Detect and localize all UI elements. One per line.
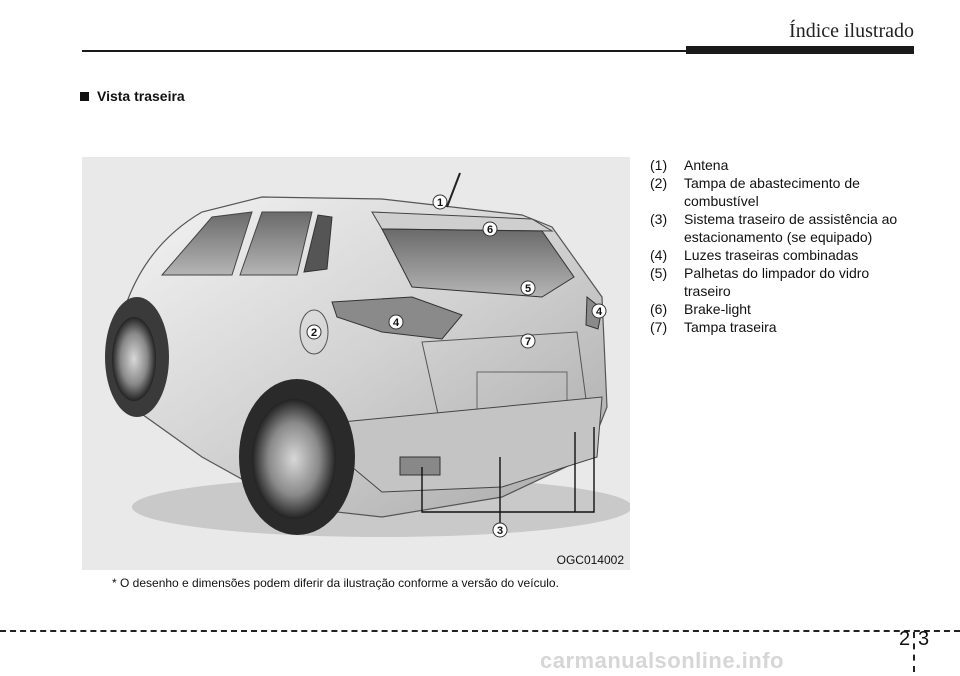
- callout-1-label: 1: [437, 197, 443, 209]
- legend-item: (1)Antena: [650, 157, 729, 173]
- callout-4b-label: 4: [596, 306, 603, 318]
- chapter-number: 2: [899, 628, 911, 650]
- callout-5-label: 5: [525, 283, 531, 295]
- callout-7: [520, 333, 536, 349]
- figure-code: OGC014002: [556, 553, 624, 567]
- legend-item: (4)Luzes traseiras combinadas: [650, 247, 859, 263]
- callout-7-label: 7: [525, 336, 531, 348]
- header-title: Índice ilustrado: [789, 20, 914, 42]
- callout-4a-label: 4: [393, 317, 400, 329]
- section-heading: Vista traseira: [80, 88, 185, 104]
- legend-item: (5)Palhetas do limpador do vidro traseir…: [650, 265, 870, 299]
- page-number: 3: [918, 628, 930, 650]
- header-bar: [686, 46, 914, 54]
- legend-item: (7)Tampa traseira: [650, 319, 777, 335]
- callout-6-label: 6: [487, 224, 493, 236]
- square-bullet-icon: [80, 91, 89, 101]
- legend-item: (3)Sistema traseiro de assistência ao es…: [650, 211, 898, 245]
- callout-6: [482, 221, 498, 237]
- callout-3-label: 3: [497, 525, 503, 537]
- callout-5: [520, 280, 536, 296]
- callout-1: [432, 194, 448, 210]
- header-rule: [82, 50, 686, 52]
- section-heading-text: Vista traseira: [97, 88, 185, 104]
- callout-4b: [591, 303, 607, 319]
- callout-4a: [388, 314, 404, 330]
- watermark: carmanualsonline.info: [540, 648, 784, 673]
- callout-3: [492, 522, 508, 538]
- parts-legend: (1)Antena (2)Tampa de abastecimento de c…: [650, 156, 910, 336]
- page-number-separator: [913, 632, 915, 672]
- car-rear-drawing: 1 2 3 4 4 5 6 7: [105, 172, 630, 538]
- page-footer-rule: [0, 630, 960, 632]
- callout-2: [306, 324, 322, 340]
- callout-2-label: 2: [311, 327, 317, 339]
- legend-item: (6)Brake-light: [650, 301, 751, 317]
- rear-view-illustration: 1 2 3 4 4 5 6 7 OGC014002: [82, 157, 630, 570]
- legend-item: (2)Tampa de abastecimento de combustível: [650, 175, 860, 209]
- footnote: * O desenho e dimensões podem diferir da…: [112, 576, 559, 590]
